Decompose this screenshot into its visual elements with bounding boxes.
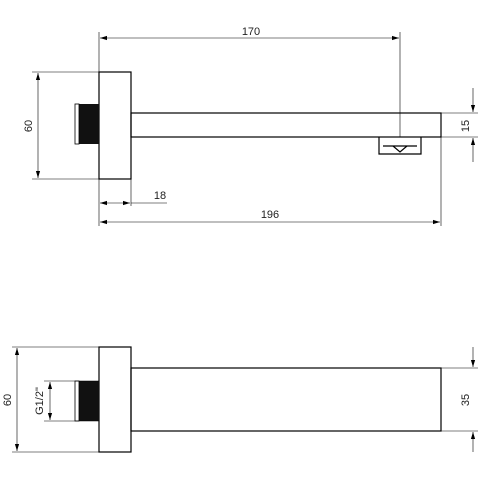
aerator-detail (392, 145, 408, 153)
connector-edge-plan (74, 380, 80, 422)
outlet-aerator (378, 137, 422, 155)
dim-196-label: 196 (261, 209, 279, 221)
plan-view: 60 G1/2" 35 (2, 346, 478, 453)
dim-15-label: 15 (460, 120, 472, 132)
wall-plate-plan (98, 346, 132, 453)
dim-35-label: 35 (460, 394, 472, 406)
side-view: 170 60 15 18 196 (23, 26, 478, 226)
connector-edge (74, 103, 80, 145)
thread-label: G1/2" (34, 387, 46, 415)
spout-arm (130, 112, 442, 138)
dim-60-bottom-label: 60 (2, 394, 14, 406)
dim-170-label: 170 (242, 26, 260, 38)
spout-arm-plan (130, 367, 442, 432)
dim-60-top-label: 60 (23, 120, 35, 132)
dim-18-label: 18 (154, 190, 166, 202)
wall-plate (98, 71, 132, 180)
